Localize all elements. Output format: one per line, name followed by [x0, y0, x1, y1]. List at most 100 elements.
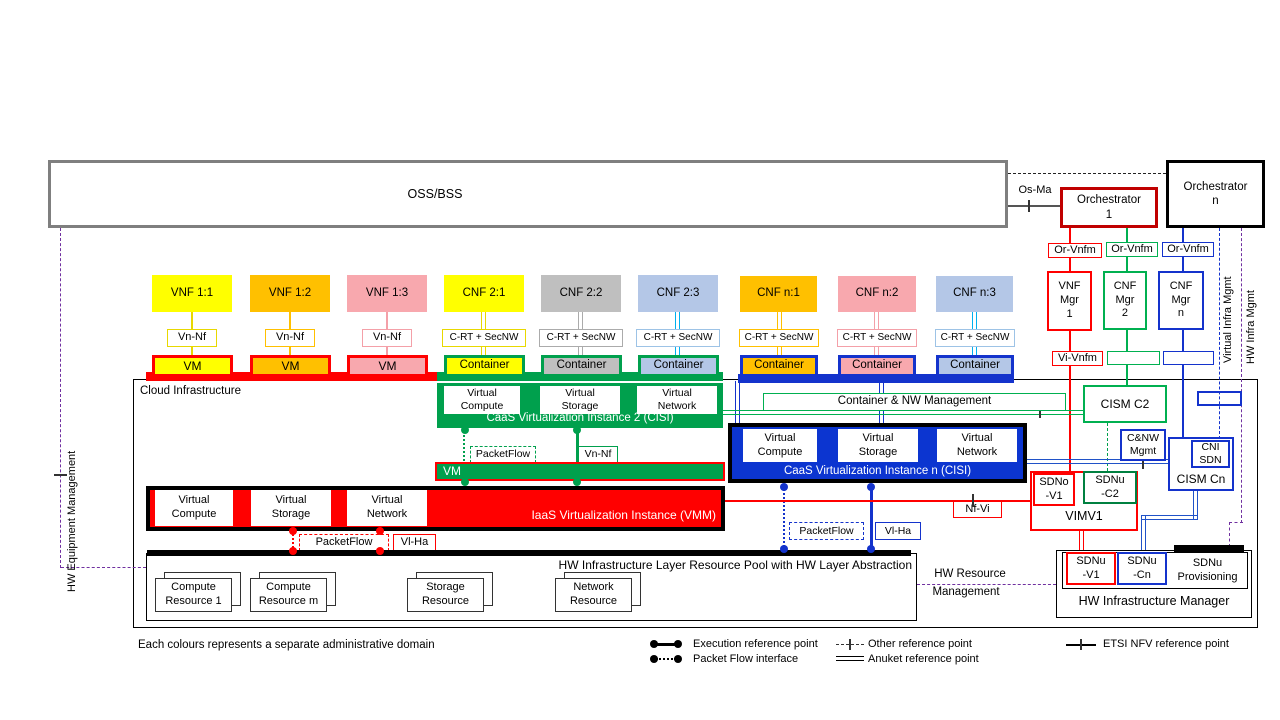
cnf-mgr-2-box: CNF Mgr 2	[1103, 271, 1147, 330]
caasn-packetflow-dotted-line	[783, 484, 785, 551]
legend-etsi-label: ETSI NFV reference point	[1103, 637, 1229, 650]
hw-infra-manager-label: HW Infrastructure Manager	[1078, 594, 1230, 608]
legend-packetflow-label: Packet Flow interface	[693, 652, 799, 665]
cismcn-sdnu-line-h	[1141, 515, 1198, 520]
legend-execution-label: Execution reference point	[693, 637, 818, 650]
ref-crt-5: C-RT + SecNW	[837, 329, 917, 347]
virtual-infra-mgmt-vlabel: Virtual Infra Mgmt	[1222, 276, 1234, 363]
caasn-stub-1	[735, 381, 740, 425]
iaas-packetflow-dotted-line	[292, 531, 294, 552]
oss-bss-label: OSS/BSS	[407, 186, 463, 201]
caas2-vnnf-line	[576, 428, 579, 484]
caas2-vnnf-label: Vn-Nf	[578, 446, 618, 463]
legend-execution-dot-1	[650, 640, 658, 648]
orchestrator-1-box: Orchestrator 1	[1060, 187, 1158, 228]
container-box-5: Container	[838, 355, 916, 377]
dot-green-4	[573, 478, 581, 486]
vnf-mgr-1-box: VNF Mgr 1	[1047, 271, 1092, 331]
nf-box-vnf13: VNF 1:3	[347, 275, 427, 312]
iaas-box	[146, 486, 725, 531]
container-nw-tick	[1039, 404, 1041, 418]
caas2-virtual-network: Virtual Network	[637, 386, 717, 414]
cismcn-sdnu-line-v2	[1141, 515, 1146, 553]
legend-anuket-label: Anuket reference point	[868, 652, 979, 665]
caas2-virtual-storage: Virtual Storage	[540, 386, 620, 414]
dot-red-2	[289, 547, 297, 555]
hw-infra-mgmt-dashed-elbow-v	[1229, 522, 1230, 547]
dot-red-4	[376, 547, 384, 555]
or-vnfm-label-green: Or-Vnfm	[1106, 242, 1158, 257]
ref-vnnf-2: Vn-Nf	[265, 329, 315, 347]
dot-red-3	[376, 527, 384, 535]
or-vnfm-label-red: Or-Vnfm	[1048, 243, 1102, 258]
vm-box-1: VM	[152, 355, 233, 377]
dot-blue-2	[780, 545, 788, 553]
caas2-packetflow-label: PacketFlow	[470, 446, 536, 463]
iaas-virtual-network: Virtual Network	[347, 490, 427, 526]
nf-box-cnfn1: CNF n:1	[740, 276, 817, 312]
ref-crt-3: C-RT + SecNW	[636, 329, 720, 347]
hw-equipment-mgmt-vlabel: HW Equipment Management	[66, 450, 78, 592]
dot-red-1	[289, 527, 297, 535]
ref-crt-6: C-RT + SecNW	[935, 329, 1015, 347]
nf-vi-tick	[972, 494, 974, 507]
hw-resource-mgmt-label-1: HW Resource	[934, 568, 1006, 581]
iaas-virtual-compute: Virtual Compute	[155, 490, 233, 526]
or-vnfm-line-blue	[1182, 228, 1184, 437]
oss-orchn-dashed-line	[1008, 173, 1166, 174]
legend-anuket-line	[836, 656, 864, 661]
iaas-vlha-label: Vl-Ha	[393, 534, 436, 551]
dot-green-1	[461, 426, 469, 434]
ref-vnnf-3: Vn-Nf	[362, 329, 412, 347]
hw-infra-mgmt-dashed-line	[1241, 228, 1242, 523]
legend-other-tick	[849, 639, 851, 650]
dot-blue-4	[867, 545, 875, 553]
container-box-3: Container	[638, 355, 719, 377]
cismcn-sdnu-line-v1	[1193, 491, 1198, 520]
sdnu-provisioning-bar	[1174, 545, 1244, 552]
caas2-virtual-compute: Virtual Compute	[444, 386, 520, 414]
compute-resource-m: Compute Resource m	[250, 578, 327, 612]
nf-vi-label: Nf-Vi	[953, 501, 1002, 518]
network-resource: Network Resource	[555, 578, 632, 612]
vm-box-2: VM	[250, 355, 331, 377]
vi-vnfm-empty-blue	[1163, 351, 1214, 365]
or-vnfm-label-blue: Or-Vnfm	[1162, 242, 1214, 257]
iaas-virtual-storage: Virtual Storage	[251, 490, 331, 526]
vi-vnfm-label: Vi-Vnfm	[1052, 351, 1103, 366]
caasn-domain-bar	[738, 374, 1014, 383]
virtual-infra-mgmt-dashed-line	[1219, 228, 1220, 439]
nf-box-vnf12: VNF 1:2	[250, 275, 330, 312]
nf-box-cnf22: CNF 2:2	[541, 275, 621, 312]
iaas-packetflow-label: PacketFlow	[299, 534, 389, 551]
nf-vi-line	[725, 500, 1030, 502]
hw-infra-mgmt-dashed-elbow-h	[1229, 522, 1243, 523]
legend-other-label: Other reference point	[868, 637, 972, 650]
caasn-packetflow-label: PacketFlow	[789, 522, 864, 540]
dot-blue-3	[867, 483, 875, 491]
caasn-virtual-network: Virtual Network	[937, 429, 1017, 462]
caas2-packetflow-dotted-line	[463, 428, 465, 484]
hw-pool-title: HW Infrastructure Layer Resource Pool wi…	[558, 558, 912, 573]
hw-resource-mgmt-label-2: Management	[932, 586, 1000, 599]
iaas-title: IaaS Virtualization Instance (VMM)	[531, 508, 716, 523]
compute-resource-1: Compute Resource 1	[155, 578, 232, 612]
caasn-vlha-line	[870, 484, 873, 551]
os-ma-label: Os-Ma	[1018, 184, 1052, 197]
ref-crt-2: C-RT + SecNW	[539, 329, 623, 347]
cnw-mgmt-box: C&NW Mgmt	[1120, 429, 1166, 461]
legend-packetflow-line	[656, 658, 676, 660]
sdnu-c2-box: SDNu -C2	[1083, 471, 1137, 504]
admin-domain-note: Each colours represents a separate admin…	[138, 638, 435, 651]
nf-box-cnf23: CNF 2:3	[638, 275, 718, 312]
orchestrator-n-box: Orchestrator n	[1166, 160, 1265, 228]
legend-execution-line	[654, 643, 678, 646]
container-box-2: Container	[541, 355, 622, 377]
sdno-v1-box: SDNo -V1	[1033, 473, 1075, 506]
dot-green-3	[573, 426, 581, 434]
caasn-anuket-line	[1027, 459, 1168, 464]
vimv1-label: VIMV1	[1065, 509, 1103, 523]
dot-green-2	[461, 478, 469, 486]
os-ma-tick	[1028, 200, 1030, 212]
